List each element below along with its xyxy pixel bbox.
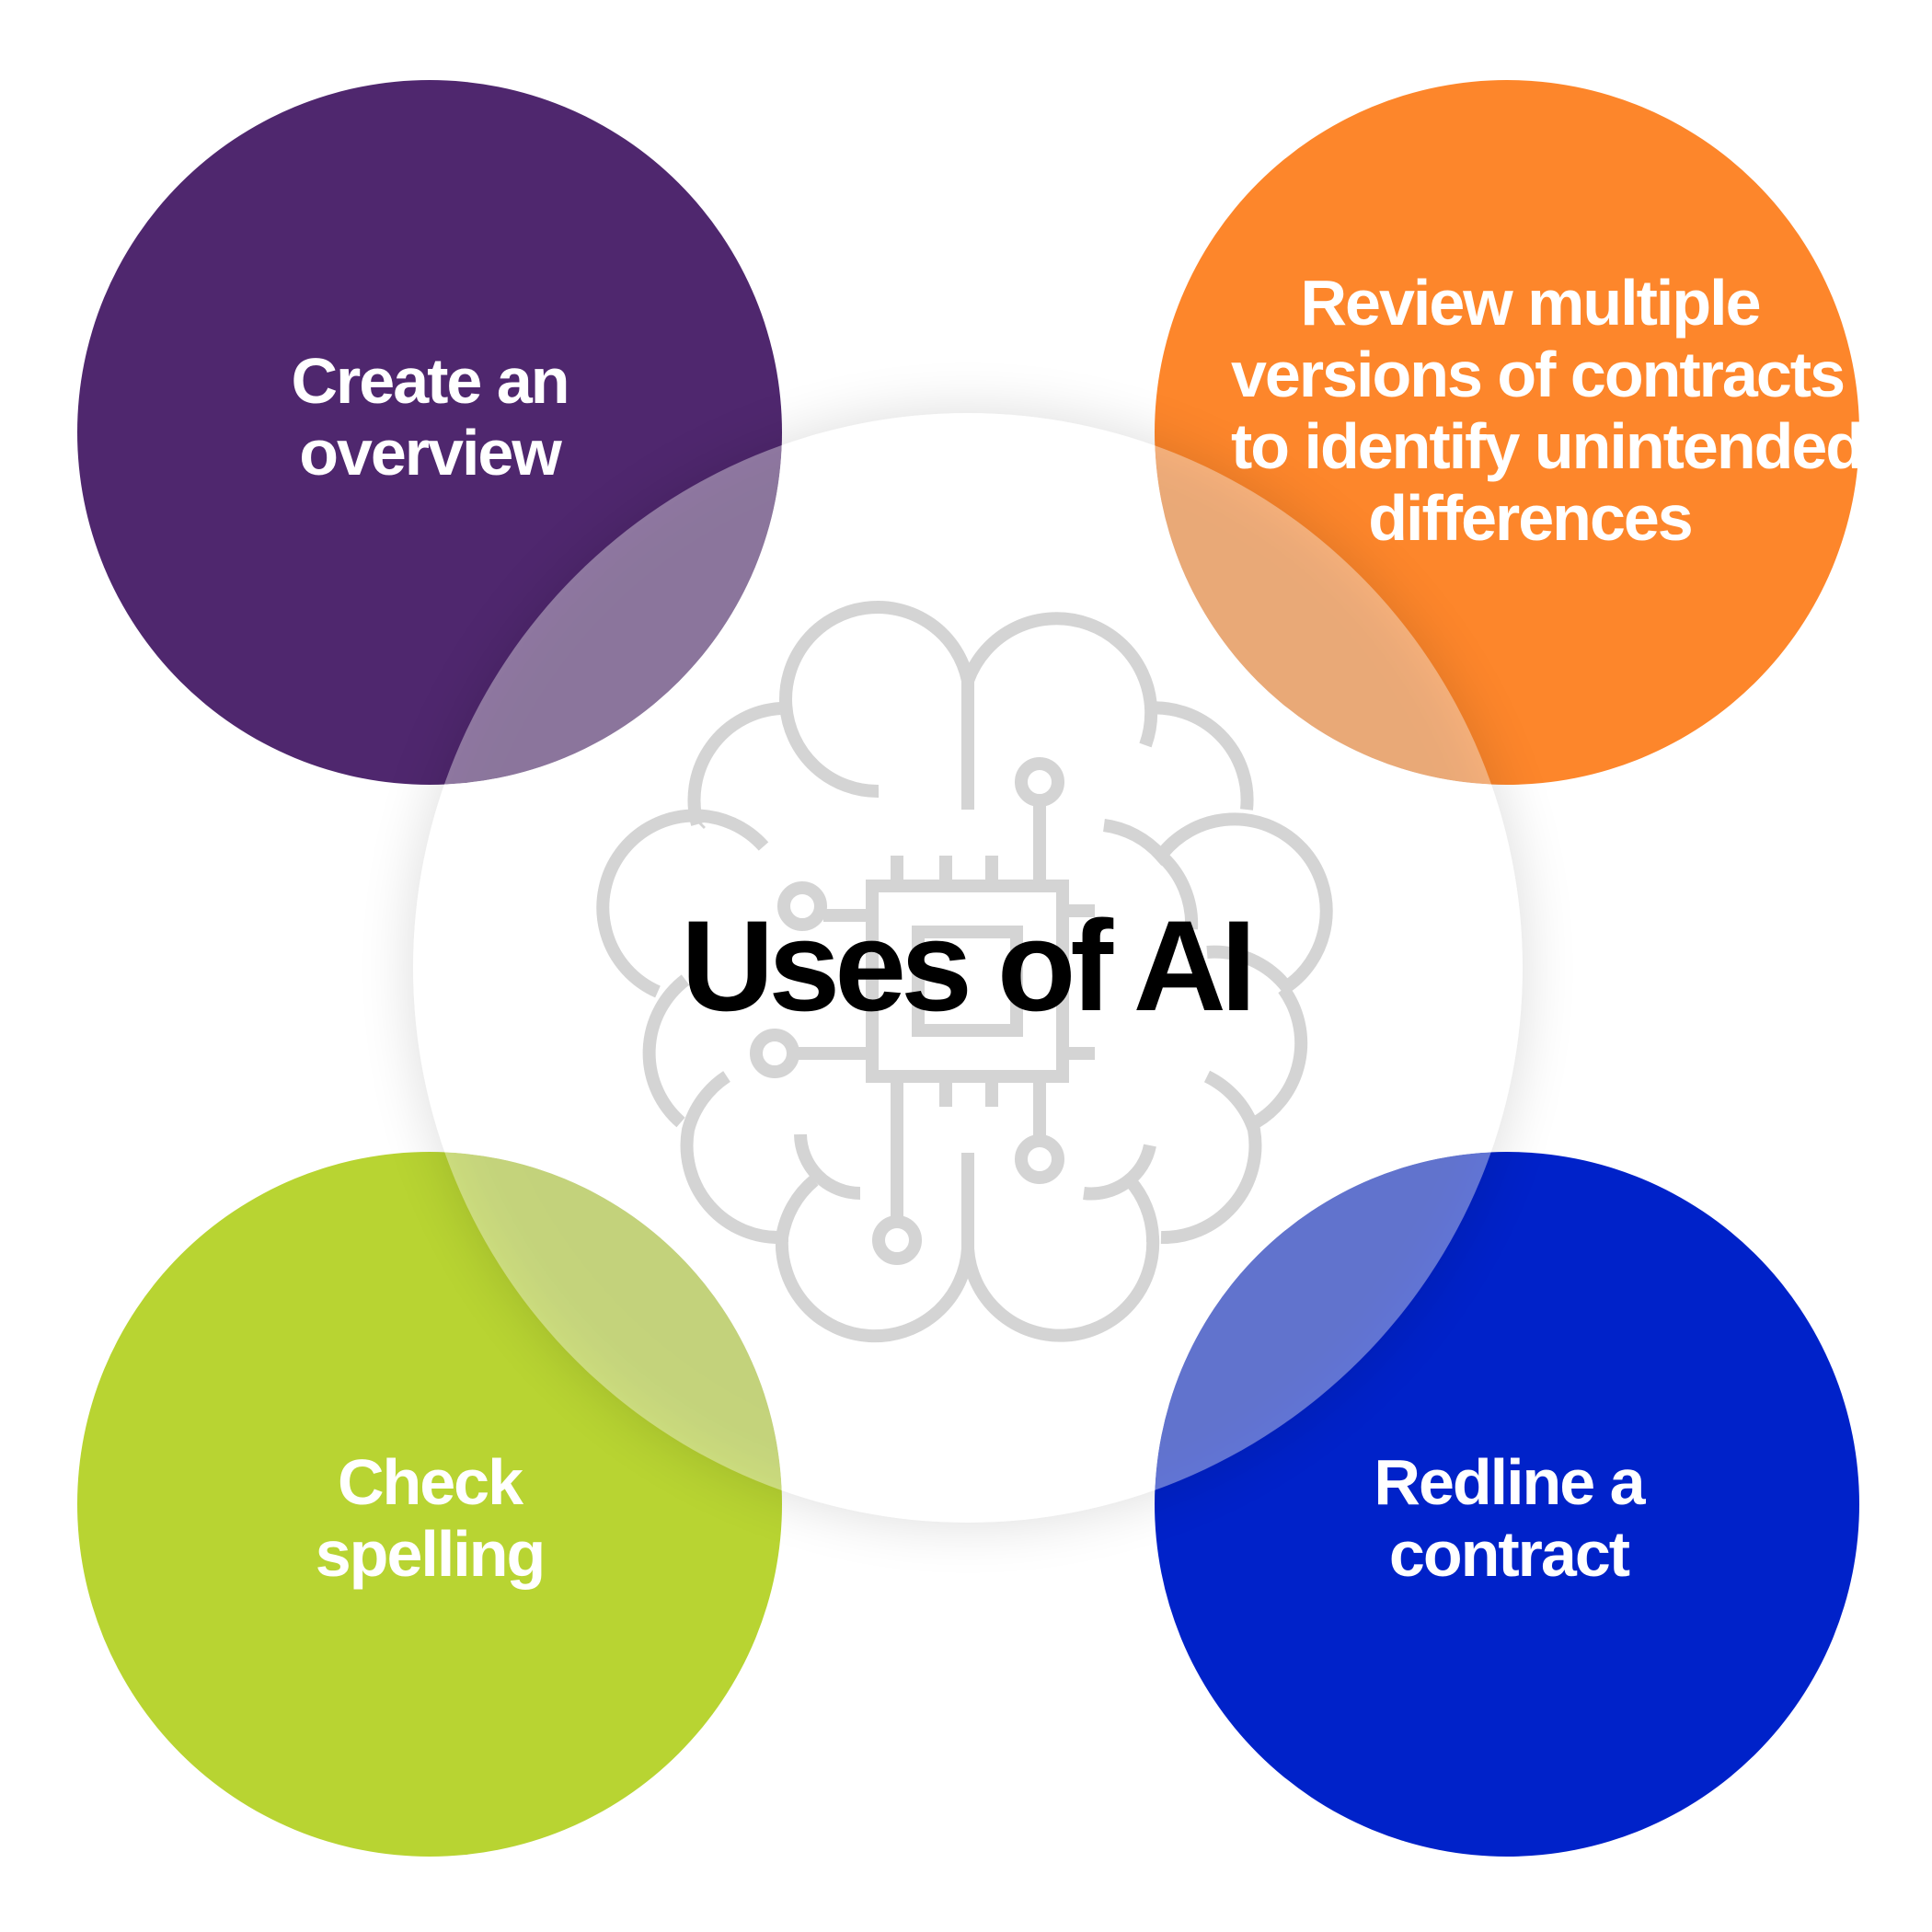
label-redline: Redline a contract [1279, 1446, 1739, 1590]
label-review-line: versions of contracts [1231, 339, 1846, 410]
label-spelling: Check spelling [200, 1446, 660, 1590]
label-redline-line: Redline a [1374, 1446, 1645, 1518]
label-overview: Create an overview [200, 345, 660, 489]
label-redline-line: contract [1388, 1518, 1630, 1590]
label-review-line: differences [1368, 482, 1693, 554]
label-review-line: to identify unintended [1231, 410, 1865, 482]
center-interior [413, 413, 1523, 1523]
label-spelling-line: Check [337, 1446, 523, 1518]
label-review-line: Review multiple [1300, 267, 1761, 339]
label-overview-line: Create an [291, 345, 569, 417]
diagram-title: Uses of AI [681, 893, 1256, 1038]
label-overview-line: overview [299, 417, 562, 489]
label-review: Review multiple versions of contracts to… [1231, 267, 1865, 554]
label-spelling-line: spelling [315, 1518, 546, 1590]
brain-circuit-icon [596, 601, 1333, 1343]
